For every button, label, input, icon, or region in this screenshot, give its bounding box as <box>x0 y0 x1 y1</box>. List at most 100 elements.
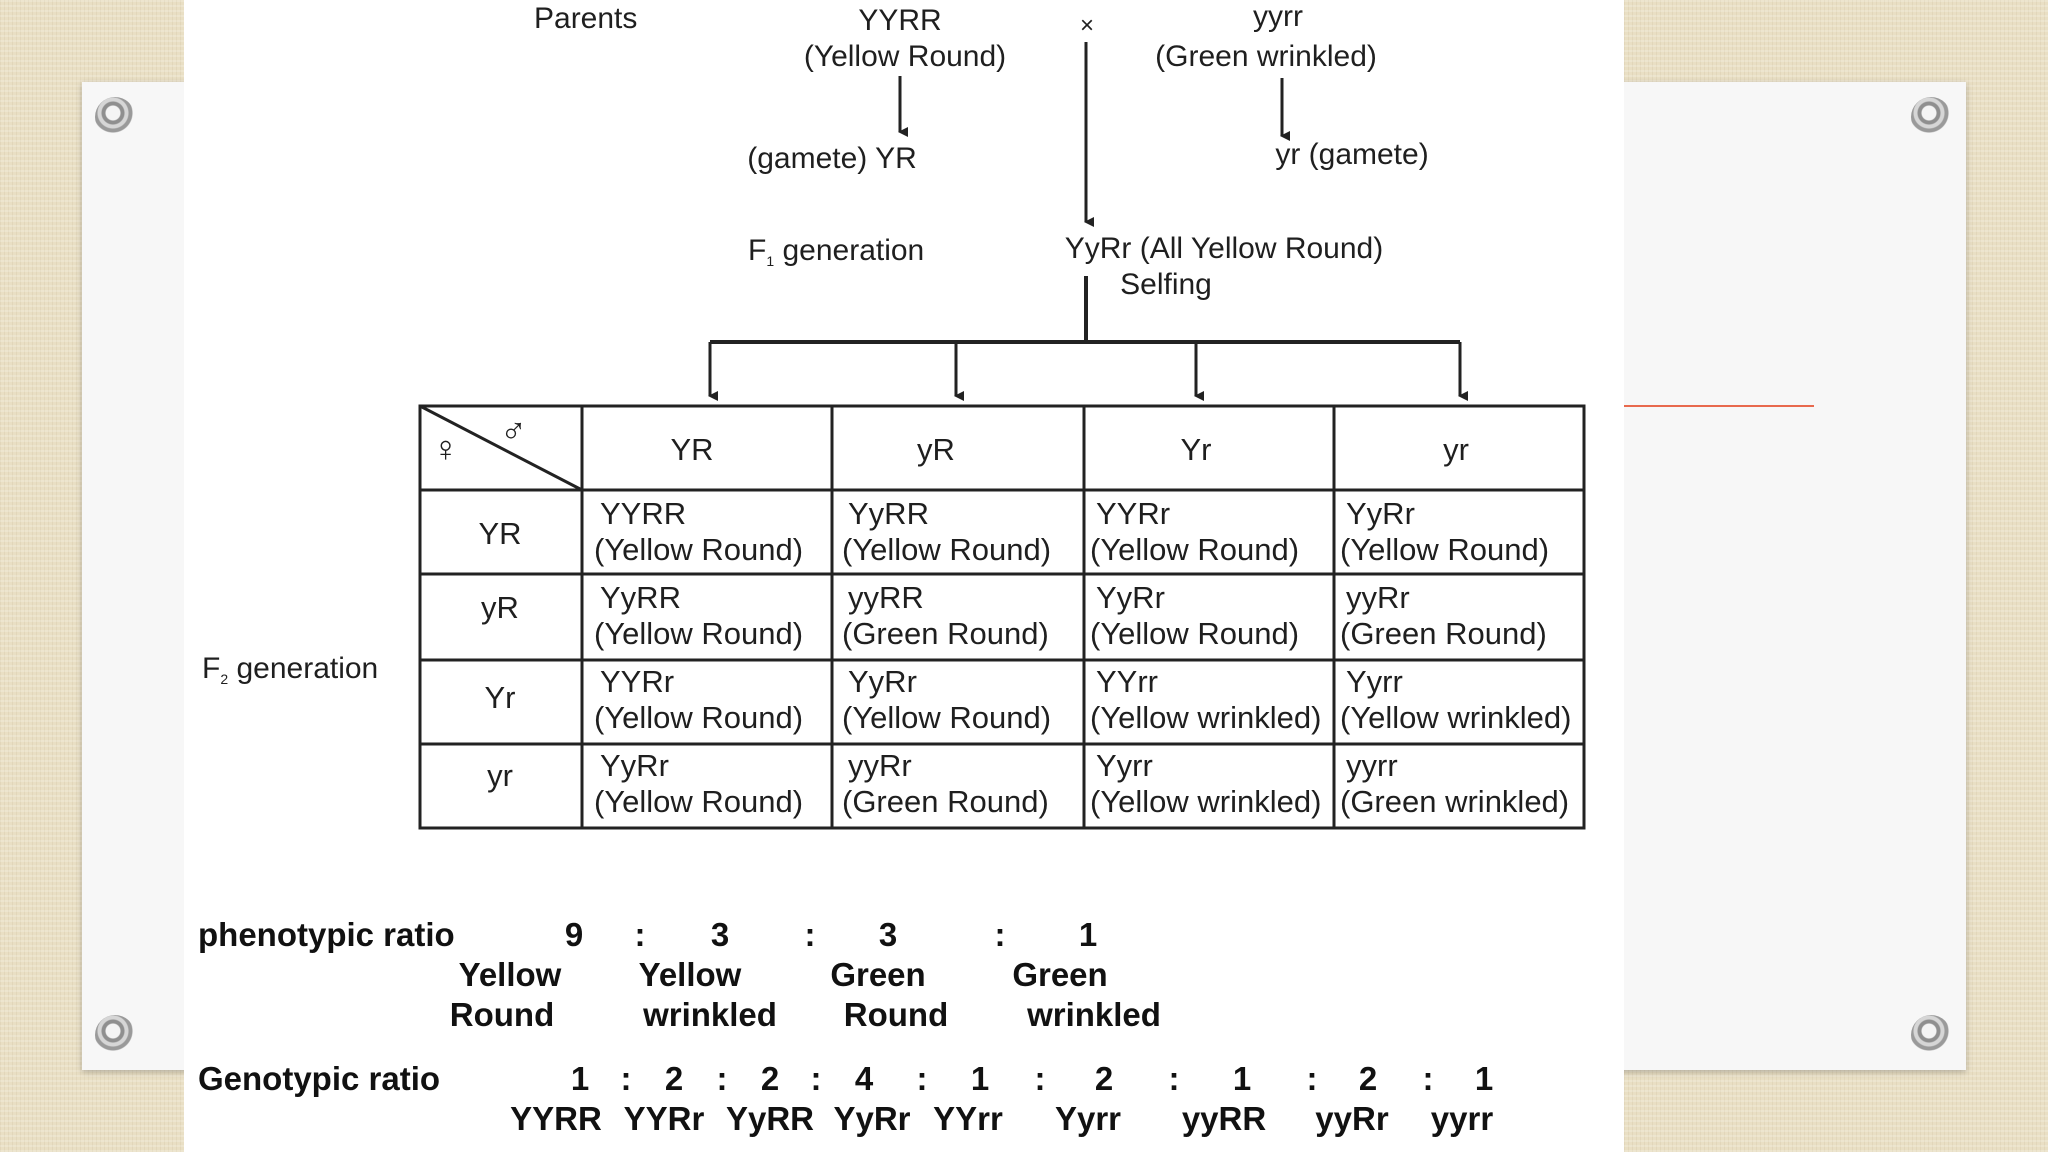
ratio-number: 1 <box>570 1060 590 1097</box>
cell-phenotype: (Yellow Round) <box>1340 532 1550 567</box>
phenotype-word: Round <box>449 996 555 1033</box>
cell-phenotype: (Yellow Round) <box>842 532 1052 567</box>
parent2-phenotype: (Green wrinkled) <box>1155 40 1377 73</box>
male-symbol: ♂ <box>500 410 527 451</box>
punnett-grid <box>418 404 1586 830</box>
genotype-label: YYRR <box>510 1100 602 1137</box>
cross-symbol: × <box>1079 12 1095 39</box>
f1-result: YyRr (All Yellow Round) <box>1064 232 1384 265</box>
column-header: YR <box>670 432 714 467</box>
cell-genotype: YyRr <box>848 664 917 699</box>
parent2-gamete: yr (gamete) <box>1275 138 1429 171</box>
cell-genotype: yyrr <box>1346 748 1398 783</box>
phenotype-word: wrinkled <box>1027 996 1161 1033</box>
cell-phenotype: (Green Round) <box>842 784 1049 819</box>
row-header: yr <box>487 758 513 793</box>
genotype-label: yyRR <box>1181 1100 1267 1137</box>
selfing-label: Selfing <box>1120 268 1212 301</box>
ratio-separator: : <box>716 1060 728 1097</box>
ratio-separator: : <box>634 916 646 953</box>
cell-genotype: yyRR <box>848 580 924 615</box>
genotype-label: yyrr <box>1430 1100 1494 1137</box>
ratio-number: 2 <box>760 1060 780 1097</box>
cell-phenotype: (Green Round) <box>1340 616 1547 651</box>
pin-icon <box>1911 97 1951 137</box>
parent1-phenotype: (Yellow Round) <box>803 40 1007 73</box>
column-header: yR <box>917 432 955 467</box>
column-header: yr <box>1443 432 1469 467</box>
ratio-number: 3 <box>878 916 898 953</box>
cell-phenotype: (Yellow Round) <box>594 700 804 735</box>
cell-phenotype: (Yellow Round) <box>594 784 804 819</box>
ratio-number: 1 <box>1474 1060 1494 1097</box>
f1-generation-label: F1 generation <box>748 234 925 269</box>
row-header: YR <box>478 516 522 551</box>
ratio-separator: : <box>804 916 816 953</box>
genotype-label: YYRr <box>623 1100 705 1137</box>
ratio-separator: : <box>1306 1060 1318 1097</box>
cell-genotype: YYRR <box>600 496 687 531</box>
cell-genotype: YYRr <box>600 664 675 699</box>
cell-phenotype: (Yellow Round) <box>594 616 804 651</box>
phenotype-word: Green <box>830 956 926 993</box>
genotype-label: YYrr <box>933 1100 1003 1137</box>
cell-genotype: yyRr <box>848 748 912 783</box>
phenotype-word: Yellow <box>458 956 562 993</box>
genotype-label: YyRR <box>725 1100 815 1137</box>
ratio-number: 4 <box>854 1060 874 1097</box>
cell-genotype: Yyrr <box>1096 748 1153 783</box>
pin-icon <box>1911 1015 1951 1055</box>
cell-genotype: YyRr <box>1096 580 1165 615</box>
ratio-separator: : <box>810 1060 822 1097</box>
cell-phenotype: (Yellow Round) <box>842 700 1052 735</box>
cell-phenotype: (Yellow Round) <box>1090 532 1300 567</box>
cell-genotype: YyRR <box>848 496 929 531</box>
phenotypic-ratio-label: phenotypic ratio <box>198 916 455 953</box>
phenotype-word: Round <box>843 996 949 1033</box>
row-header: yR <box>481 590 519 625</box>
pin-icon <box>95 1015 135 1055</box>
row-header: Yr <box>484 680 516 715</box>
ratio-separator: : <box>1034 1060 1046 1097</box>
cell-genotype: yyRr <box>1346 580 1410 615</box>
ratio-number: 1 <box>1232 1060 1252 1097</box>
ratio-number: 1 <box>1078 916 1098 953</box>
parent1-gamete: (gamete) YR <box>747 142 917 175</box>
genotype-label: YyRr <box>833 1100 911 1137</box>
ratio-separator: : <box>916 1060 928 1097</box>
cell-genotype: Yyrr <box>1346 664 1403 699</box>
female-symbol: ♀ <box>432 428 459 469</box>
cell-genotype: YYrr <box>1096 664 1158 699</box>
ratio-separator: : <box>1168 1060 1180 1097</box>
ratio-number: 3 <box>710 916 730 953</box>
phenotype-word: Yellow <box>638 956 742 993</box>
pin-icon <box>95 97 135 137</box>
cell-phenotype: (Yellow wrinkled) <box>1340 700 1572 735</box>
ratio-separator: : <box>1422 1060 1434 1097</box>
genotype-label: Yyrr <box>1054 1100 1122 1137</box>
cell-phenotype: (Yellow Round) <box>594 532 804 567</box>
phenotype-word: wrinkled <box>643 996 777 1033</box>
column-header: Yr <box>1180 432 1212 467</box>
cell-genotype: YyRr <box>600 748 669 783</box>
cell-genotype: YyRR <box>600 580 681 615</box>
cell-genotype: YyRr <box>1346 496 1415 531</box>
cell-genotype: YYRr <box>1096 496 1171 531</box>
parent2-genotype: yyrr <box>1253 0 1303 33</box>
ratio-number: 9 <box>564 916 584 953</box>
cell-phenotype: (Yellow Round) <box>1090 616 1300 651</box>
ratio-separator: : <box>620 1060 632 1097</box>
ratio-separator: : <box>994 916 1006 953</box>
cell-phenotype: (Green Round) <box>842 616 1049 651</box>
phenotype-word: Green <box>1012 956 1108 993</box>
cell-phenotype: (Yellow wrinkled) <box>1090 700 1322 735</box>
parent1-genotype: YYRR <box>858 4 942 37</box>
ratio-number: 2 <box>1094 1060 1114 1097</box>
genotype-label: yyRr <box>1315 1100 1389 1137</box>
parents-label: Parents <box>534 2 638 35</box>
slide <box>184 0 1624 1152</box>
ratio-number: 2 <box>1358 1060 1378 1097</box>
ratio-number: 1 <box>970 1060 990 1097</box>
accent-line <box>1624 405 1814 407</box>
